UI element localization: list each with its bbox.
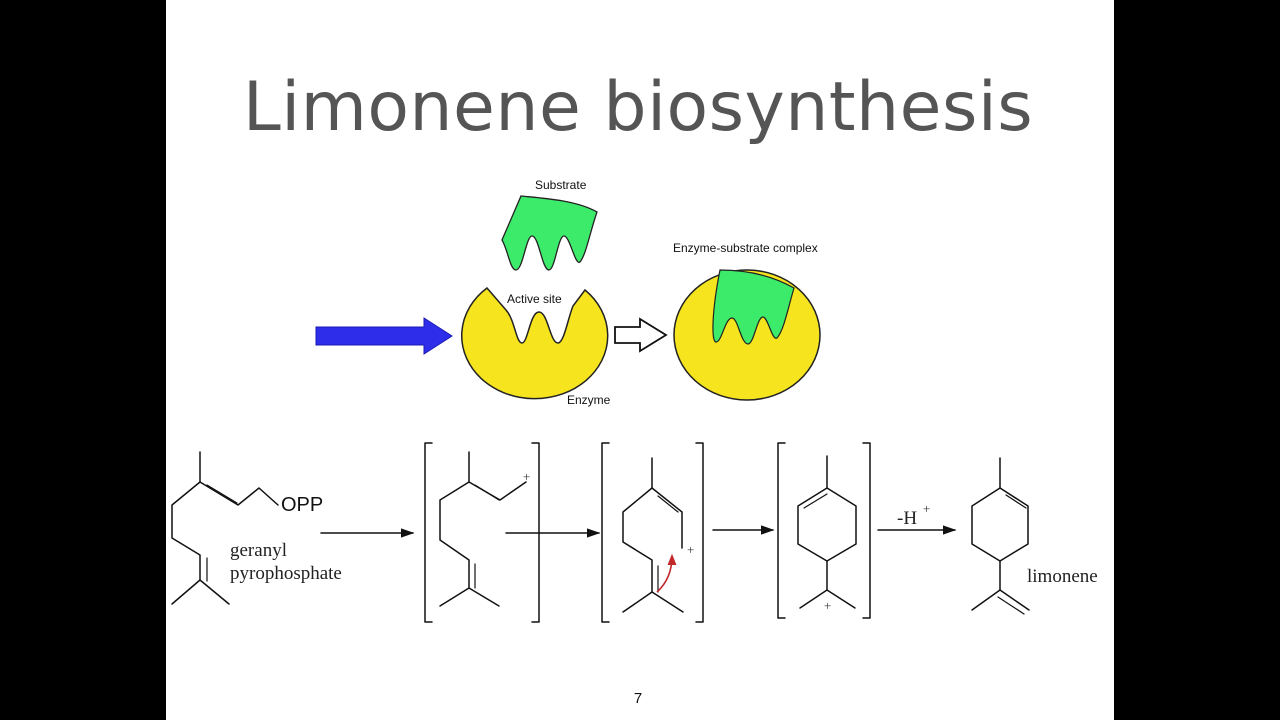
substrate-shape <box>501 195 598 271</box>
enzyme-substrate-complex <box>673 269 821 401</box>
page-number: 7 <box>633 690 643 707</box>
opp-label: OPP <box>281 494 323 516</box>
pointer-arrow <box>315 317 453 355</box>
biosynthesis-diagram: Substrate Active site Enzyme Enzyme-subs… <box>171 178 1098 623</box>
complex-label: Enzyme-substrate complex <box>673 241 818 255</box>
deprotonation-label: -H <box>897 508 917 529</box>
binding-arrow <box>614 317 668 353</box>
slide: Limonene biosynthesis Substrate Active s… <box>166 0 1110 720</box>
active-site-label: Active site <box>507 292 562 306</box>
enzyme-label: Enzyme <box>567 393 611 407</box>
limonene-structure <box>971 457 1030 615</box>
electron-push-arrow <box>656 553 677 593</box>
reactant-name-line1: geranyl <box>230 540 287 561</box>
slide-edge-strip <box>1110 0 1114 720</box>
terpinyl-cation-structure <box>777 442 871 619</box>
linalyl-cation-structure <box>601 442 704 623</box>
charge-plus-3: + <box>824 598 831 613</box>
enzyme-shape <box>460 286 609 400</box>
deprotonation-plus: + <box>923 501 930 516</box>
substrate-label: Substrate <box>535 178 587 192</box>
limonene-label: limonene <box>1027 566 1098 587</box>
charge-plus-1: + <box>523 469 530 484</box>
geranyl-cation-structure <box>424 442 540 623</box>
geranyl-pyrophosphate-structure <box>171 451 279 605</box>
charge-plus-2: + <box>687 542 694 557</box>
reactant-name-line2: pyrophosphate <box>230 563 342 584</box>
slide-title: Limonene biosynthesis <box>242 68 1034 147</box>
